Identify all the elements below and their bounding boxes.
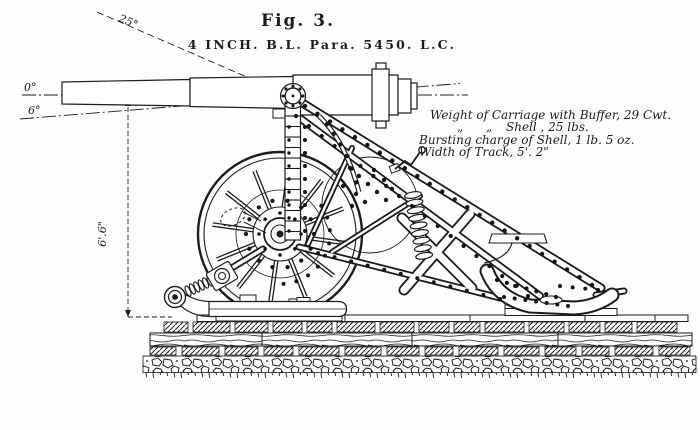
trunnion-center xyxy=(291,94,295,98)
pawl-lever-1 xyxy=(243,221,267,234)
gun-barrel xyxy=(61,62,418,129)
height-dimension-label: 6'.6" xyxy=(96,221,109,247)
breech-band xyxy=(371,68,390,122)
crank-knob xyxy=(418,146,426,154)
towing-eye-mid xyxy=(167,289,183,305)
carriage-stanchion xyxy=(284,103,302,241)
dimension-arrow-bottom xyxy=(125,310,131,317)
zero-degree-label: 0° xyxy=(24,81,37,94)
sleeper-band xyxy=(163,321,678,333)
barrel-chase xyxy=(61,78,191,107)
buffer-assembly xyxy=(163,260,239,309)
skid-shoe xyxy=(479,263,620,316)
hub-plate-outer xyxy=(235,189,325,279)
spec-note-line-3: Bursting charge of Shell, 1 lb. 5 oz. xyxy=(418,133,635,147)
crank-arm xyxy=(394,151,421,170)
axle-center xyxy=(276,230,284,238)
slide-rail xyxy=(173,288,348,322)
skid-slot xyxy=(539,295,563,305)
figure-title: Fig. 3. xyxy=(261,11,335,31)
ballast-fringe xyxy=(145,372,693,379)
spec-note-line-4: Width of Track, 5'. 2" xyxy=(419,145,549,159)
spec-note-line-1: Weight of Carriage with Buffer, 29 Cwt. xyxy=(430,108,671,122)
elevating-screw-coil xyxy=(404,191,434,260)
spec-note-ditto-2: „ xyxy=(486,120,492,134)
ground-track xyxy=(142,298,697,379)
ballast-band xyxy=(142,355,697,373)
trail-frame xyxy=(226,94,628,305)
spec-note-line-2: Shell , 25 lbs. xyxy=(506,120,589,134)
stanchion-bracket xyxy=(272,108,286,119)
slide-sole-plate xyxy=(215,316,343,322)
seat-support xyxy=(483,242,513,264)
crank-handle xyxy=(388,146,426,174)
lower-sleeper-band xyxy=(149,346,691,356)
breech-lug-bottom xyxy=(375,120,387,129)
rivet-dots xyxy=(243,84,600,308)
towing-eye-hole xyxy=(172,294,178,300)
elevation-angle-label: 25° xyxy=(116,11,140,31)
spec-note-ditto-1: „ xyxy=(457,120,463,134)
pawl-lever-2 xyxy=(242,211,262,222)
rail-band xyxy=(196,314,689,322)
breech-cap xyxy=(410,82,418,110)
depression-angle-label: 6° xyxy=(28,104,41,117)
breech-collar xyxy=(397,78,412,114)
barrel-middle xyxy=(189,75,294,110)
skid-core xyxy=(481,265,618,314)
figure-subtitle: 4 INCH. B.L. Para. 5450. L.C. xyxy=(188,37,456,52)
timber-band xyxy=(149,332,693,347)
pawl-detail xyxy=(220,207,246,227)
buffer-boss xyxy=(213,267,231,285)
spec-notes: Weight of Carriage with Buffer, 29 Cwt. … xyxy=(418,108,671,159)
timber-joints xyxy=(261,333,559,346)
buffer-boss-pin xyxy=(217,271,227,281)
rail-joints xyxy=(254,315,656,322)
